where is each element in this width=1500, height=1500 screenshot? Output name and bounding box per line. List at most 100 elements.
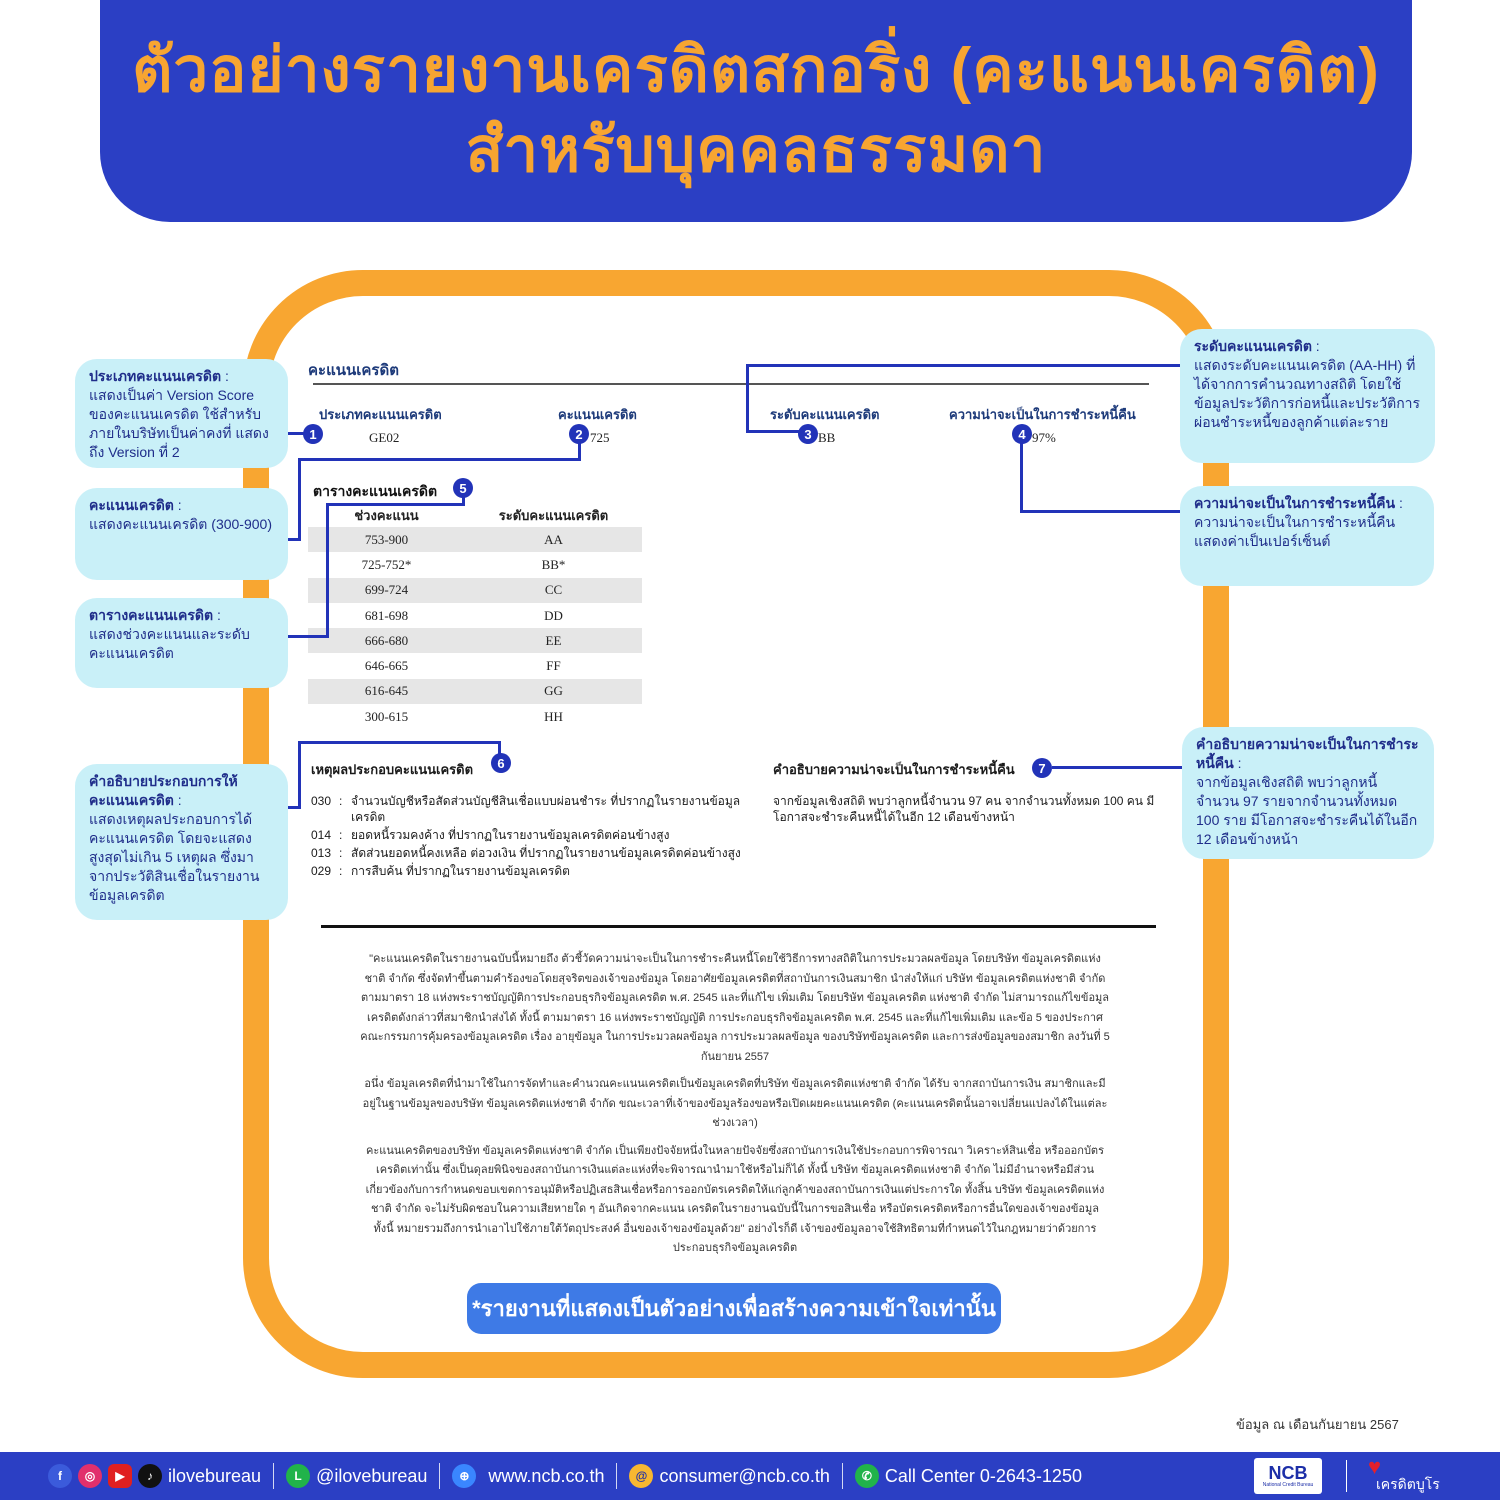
brand-divider (1346, 1460, 1347, 1492)
website-text[interactable]: www.ncb.co.th (488, 1465, 605, 1486)
callout-body: แสดงช่วงคะแนนและระดับคะแนนเครดิต (89, 626, 250, 661)
callout-probability-explain: คำอธิบายความน่าจะเป็นในการชำระหนี้คืน : … (1182, 727, 1434, 859)
connector-1 (288, 432, 306, 435)
instagram-icon[interactable]: ◎ (78, 1464, 102, 1488)
ncb-logo[interactable]: NCB National Credit Bureau (1254, 1458, 1322, 1494)
connector-6c (298, 741, 301, 809)
footer-divider (616, 1463, 618, 1489)
youtube-icon[interactable]: ▶ (108, 1464, 132, 1488)
callout-title: ประเภทคะแนนเครดิต (89, 368, 222, 384)
marker-5: 5 (453, 478, 473, 498)
probability-title: คำอธิบายความน่าจะเป็นในการชำระหนี้คืน (773, 762, 1015, 777)
reason-code: 013 (311, 846, 332, 860)
marker-2: 2 (569, 424, 589, 444)
value-score-type: GE02 (369, 430, 400, 445)
email-link[interactable]: @ consumer@ncb.co.th (629, 1464, 830, 1488)
label-repay-probability: ความน่าจะเป็นในการชำระหนี้คืน (949, 407, 1136, 422)
website-link[interactable]: ⊕ www.ncb.co.th (452, 1464, 604, 1488)
score-grade: EE (465, 628, 642, 654)
footer-divider (439, 1463, 441, 1489)
callout-score-type: ประเภทคะแนนเครดิต : แสดงเป็นค่า Version … (75, 359, 288, 468)
marker-4: 4 (1012, 424, 1032, 444)
score-grade: FF (546, 658, 561, 674)
connector-3b (746, 364, 749, 432)
value-repay-probability: 97% (1032, 430, 1056, 445)
list-item: 014:ยอดหนี้รวมคงค้าง ที่ปรากฏในรายงานข้อ… (311, 828, 670, 842)
marker-6: 6 (491, 753, 511, 773)
line-icon[interactable]: L (286, 1464, 311, 1488)
value-credit-score: 725 (590, 430, 610, 445)
label-score-type: ประเภทคะแนนเครดิต (319, 407, 442, 422)
connector-5b (326, 503, 465, 506)
line-link[interactable]: L @ilovebureau (286, 1464, 427, 1488)
list-item: 029:การสืบค้น ที่ปรากฏในรายงานข้อมูลเครด… (311, 864, 570, 878)
score-range: 646-665 (364, 658, 409, 674)
value-score-grade: BB (818, 430, 836, 445)
marker-1: 1 (303, 424, 323, 444)
reason-text: ยอดหนี้รวมคงค้าง ที่ปรากฏในรายงานข้อมูลเ… (351, 828, 670, 842)
callout-title: คำอธิบายความน่าจะเป็นในการชำระหนี้คืน (1196, 736, 1419, 771)
reason-code: 029 (311, 864, 332, 878)
connector-6a (298, 741, 501, 744)
connector-2b (298, 458, 581, 461)
table-row: 725-752*BB* (308, 552, 642, 577)
score-range: 699-724 (308, 577, 465, 603)
connector-2d (288, 538, 301, 541)
email-text[interactable]: consumer@ncb.co.th (659, 1465, 830, 1486)
score-range: 725-752* (361, 556, 412, 572)
callout-title: คำอธิบายประกอบการให้คะแนนเครดิต (89, 773, 238, 808)
facebook-icon[interactable]: f (48, 1464, 72, 1488)
globe-icon[interactable]: ⊕ (452, 1464, 477, 1488)
callout-credit-score: คะแนนเครดิต : แสดงคะแนนเครดิต (300-900) (75, 488, 288, 580)
callout-body: แสดงเป็นค่า Version Score ของคะแนนเครดิต… (89, 387, 269, 460)
ncb-logo-text: NCB (1268, 1463, 1308, 1483)
score-grade: HH (544, 708, 563, 724)
connector-2a (578, 443, 581, 460)
list-item: 030:จำนวนบัญชีหรือสัดส่วนบัญชีสินเชื่อแบ… (311, 793, 761, 825)
heart-icon: ♥ (1368, 1454, 1382, 1479)
connector-2c (298, 458, 301, 540)
callout-body: ความน่าจะเป็นในการชำระหนี้คืน แสดงค่าเป็… (1194, 514, 1396, 549)
callout-title: ตารางคะแนนเครดิต (89, 607, 214, 623)
tiktok-icon[interactable]: ♪ (138, 1464, 162, 1488)
header-banner: ตัวอย่างรายงานเครดิตสกอริ่ง (คะแนนเครดิต… (100, 0, 1412, 222)
connector-5d (288, 635, 329, 638)
social-handle[interactable]: ilovebureau (168, 1465, 262, 1486)
marker-7: 7 (1032, 758, 1052, 778)
connector-7 (1052, 766, 1182, 769)
label-credit-score: คะแนนเครดิต (558, 407, 637, 422)
social-links[interactable]: f ◎ ▶ ♪ ilovebureau (48, 1464, 261, 1488)
callout-score-grade: ระดับคะแนนเครดิต : แสดงระดับคะแนนเครดิต … (1180, 329, 1435, 463)
reason-text: จำนวนบัญชีหรือสัดส่วนบัญชีสินเชื่อแบบผ่อ… (351, 794, 741, 824)
call-center-link[interactable]: ✆ Call Center 0-2643-1250 (854, 1464, 1082, 1488)
connector-4b (1020, 510, 1180, 513)
line-handle[interactable]: @ilovebureau (316, 1465, 428, 1486)
at-icon[interactable]: @ (629, 1464, 654, 1488)
disclaimer: "คะแนนเครดิตในรายงานฉบับนี้หมายถึง ตัวชี… (360, 950, 1110, 1267)
credit-bureau-brand[interactable]: ♥ เครดิตบูโร (1364, 1452, 1444, 1500)
connector-3c (746, 430, 801, 433)
connector-5c (326, 503, 329, 637)
score-range: 681-698 (364, 607, 409, 623)
score-range: 300-615 (364, 708, 409, 724)
score-range: 753-900 (308, 527, 465, 553)
connector-5a (462, 497, 465, 505)
callout-title: ระดับคะแนนเครดิต (1194, 338, 1312, 354)
table-row: 646-665 FF (308, 653, 642, 678)
disclaimer-paragraph: อนึ่ง ข้อมูลเครดิตที่นำมาใช้ในการจัดทำแล… (362, 1078, 1108, 1129)
score-grade: GG (465, 678, 642, 705)
connector-6d (288, 806, 301, 809)
callout-body: แสดงระดับคะแนนเครดิต (AA-HH) ที่ได้จากกา… (1194, 357, 1421, 430)
marker-3: 3 (798, 424, 818, 444)
call-center-text[interactable]: Call Center 0-2643-1250 (884, 1465, 1082, 1486)
footer-divider (273, 1463, 275, 1489)
disclaimer-paragraph: "คะแนนเครดิตในรายงานฉบับนี้หมายถึง ตัวชี… (360, 953, 1110, 1063)
reason-text: การสืบค้น ที่ปรากฏในรายงานข้อมูลเครดิต (351, 864, 570, 878)
callout-score-table: ตารางคะแนนเครดิต : แสดงช่วงคะแนนและระดับ… (75, 598, 288, 688)
disclaimer-paragraph: คะแนนเครดิตของบริษัท ข้อมูลเครดิตแห่งชาต… (365, 1144, 1105, 1255)
phone-icon[interactable]: ✆ (854, 1464, 879, 1488)
